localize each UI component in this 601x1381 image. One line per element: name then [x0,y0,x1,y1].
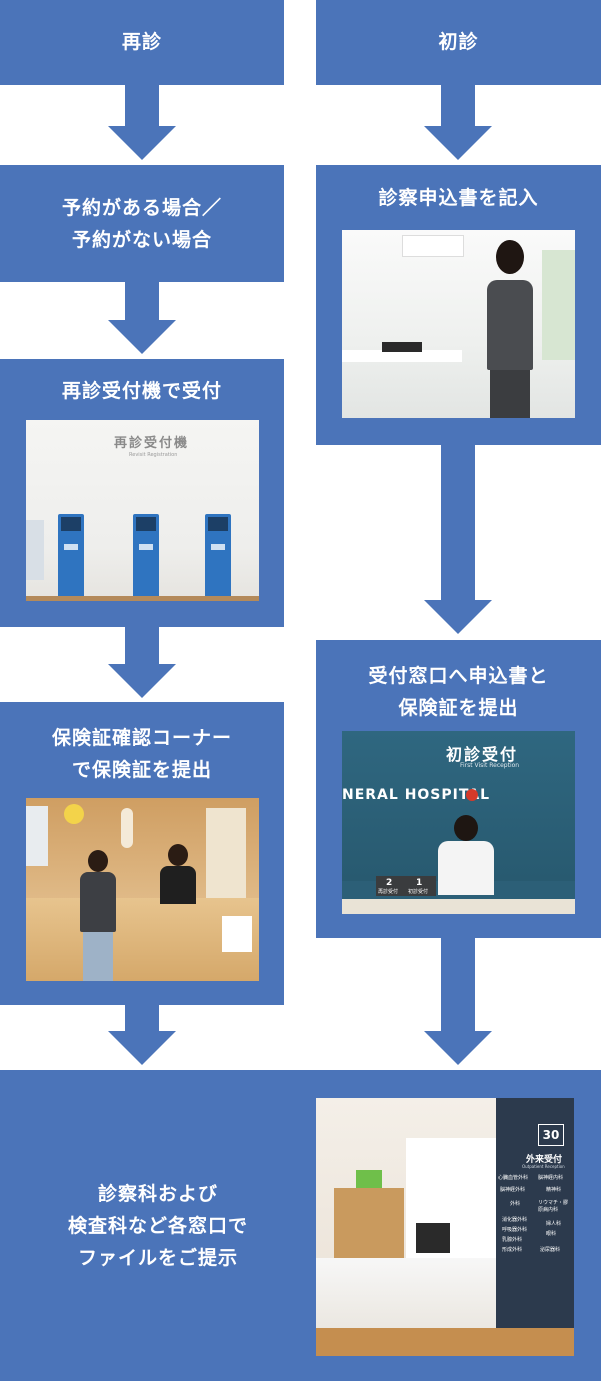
step-label: 予約がない場合 [71,229,212,251]
counter-number-badge: 1 [416,878,423,888]
person-writing [482,240,542,418]
first-visit-sign-subtext: First Visit Reception [460,762,520,769]
final-label-line: ファイルをご提示 [77,1247,238,1269]
counter-label: 再診受付 [378,889,399,895]
kiosk-machine [58,514,84,600]
step-label: 保険証確認コーナー [51,727,232,749]
outpatient-number-badge: 30 [538,1124,564,1146]
arrow-down-icon [108,627,176,698]
department-label: 精神科 [546,1187,562,1193]
step-label: 再診 [121,31,162,53]
department-label: リウマチ・膠原病内科 [538,1200,569,1213]
step-label: 再診受付機で受付 [61,380,222,402]
step-box-final: 診察科および 検査科など各窓口で ファイルをご提示 30 外来受付 Outpat… [0,1070,601,1381]
department-label: 脳神経内科 [538,1175,564,1181]
department-label: 外科 [510,1201,521,1207]
department-label: 婦人科 [546,1221,562,1227]
arrow-down-icon [108,85,176,160]
final-label-line: 診察科および [97,1183,218,1205]
person-receptionist [434,815,498,895]
final-label-line: 検査科など各窓口で [67,1215,248,1237]
department-label: 形成外科 [502,1247,523,1253]
step-box-insurance-check: 保険証確認コーナー で保険証を提出 [0,702,284,1005]
step-label: 初診 [438,31,479,53]
step-box-application-form: 診察申込書を記入 [316,165,601,445]
arrow-down-icon [108,1005,176,1065]
hospital-name-text: NERAL HOSPITAL [342,787,491,803]
kiosk-sign-subtext: Revisit Registration [129,452,178,458]
outpatient-subtitle: Outpatient Reception [522,1164,565,1169]
person-patient [76,850,120,981]
step-label: 保険証を提出 [398,697,519,719]
outpatient-title: 外来受付 [526,1155,563,1165]
form-writing-photo [342,230,575,418]
counter-number-badge: 2 [386,878,393,888]
first-visit-reception-photo: 初診受付 First Visit Reception NERAL HOSPITA… [342,731,575,914]
step-label: 診察申込書を記入 [378,187,539,209]
step-box-first-visit: 初診 [316,0,601,85]
department-label: 眼科 [546,1231,557,1237]
arrow-down-icon [108,282,176,354]
kiosk-machine [133,514,159,600]
step-box-appointment: 予約がある場合／ 予約がない場合 [0,165,284,282]
person-staff [156,844,200,904]
first-visit-sign-text: 初診受付 [446,745,519,764]
outpatient-sign-panel: 30 外来受付 Outpatient Reception 心臓血管外科 脳神経内… [496,1098,574,1328]
department-label: 脳神経外科 [500,1187,526,1193]
department-label: 泌尿器科 [540,1247,561,1253]
department-label: 心臓血管外科 [498,1175,529,1181]
step-box-revisit: 再診 [0,0,284,85]
kiosk-sign-text: 再診受付機 [114,436,190,451]
outpatient-reception-photo: 30 外来受付 Outpatient Reception 心臓血管外科 脳神経内… [316,1098,574,1356]
kiosk-photo: 再診受付機 Revisit Registration [26,420,259,601]
arrow-down-icon [424,938,492,1065]
final-label: 診察科および 検査科など各窓口で ファイルをご提示 [0,1178,316,1274]
department-label: 消化器外科 [502,1217,528,1223]
hospital-logo-icon [466,789,478,801]
department-label: 呼吸器外科 [502,1227,528,1233]
department-label: 乳腺外科 [502,1237,523,1243]
step-label: 予約がある場合／ [61,197,222,219]
step-label: 受付窓口へ申込書と [368,665,549,687]
step-label: で保険証を提出 [71,759,212,781]
step-box-revisit-kiosk: 再診受付機で受付 再診受付機 Revisit Registration [0,359,284,627]
counter-label: 初診受付 [408,889,429,895]
step-box-submit-form: 受付窓口へ申込書と 保険証を提出 初診受付 First Visit Recept… [316,640,601,938]
insurance-counter-photo [26,798,259,981]
arrow-down-icon [424,445,492,634]
kiosk-machine [205,514,231,600]
arrow-down-icon [424,85,492,160]
